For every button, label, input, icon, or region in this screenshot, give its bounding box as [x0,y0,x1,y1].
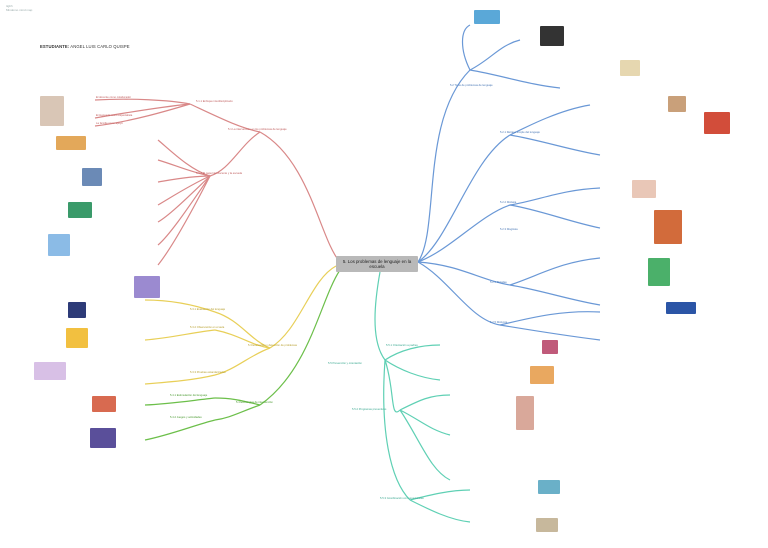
yellow-main-label[interactable]: 5.3 Evaluación y detección de problemas [248,344,298,347]
red-sub2-label[interactable]: 5.1.2 El papel del docente y la escuela [196,172,243,175]
teal-main-label[interactable]: 5.5 Prevención y orientación [328,362,362,365]
blue-sub4-label[interactable]: 5.2.4 Dislalias [490,281,507,284]
illustration-image [68,202,92,218]
blue-sub2-label[interactable]: 5.2.2 Disfasia [500,201,517,204]
illustration-image [92,396,116,412]
illustration-image [620,60,640,76]
illustration-image [666,302,696,314]
central-topic[interactable]: 5. Los problemas de lenguaje en la escue… [336,256,418,272]
illustration-image [56,136,86,150]
red-main-connector [259,131,341,263]
illustration-image [668,96,686,112]
illustration-image [474,10,500,24]
illustration-image [82,168,102,186]
illustration-image [48,234,70,256]
student-label: ESTUDIANTE: [40,44,70,49]
green-main-connector [259,269,341,406]
illustration-image [704,112,730,134]
illustration-image [536,518,558,532]
green-sub1-label[interactable]: 5.4.1 Estimulación del lenguaje [170,394,208,397]
green-sub2-label[interactable]: 5.4.2 Juegos y actividades [170,416,202,419]
red-note-3: La familia como apoyo [96,122,123,125]
illustration-image [540,26,564,46]
illustration-image [90,428,116,448]
app-subtitle: Mindomo mind map [6,8,33,12]
red-branch [94,98,341,266]
teal-sub2-label[interactable]: 5.5.2 Programas preventivos [352,408,387,411]
illustration-image [654,210,682,244]
blue-sub5-label[interactable]: 5.2.5 Disfemia [490,321,508,324]
red-main-label[interactable]: 5.1 La intervención en los problemas de … [228,128,287,131]
illustration-image [68,302,86,318]
illustration-image [40,96,64,126]
blue-sub1-label[interactable]: 5.2.1 Retraso simple del lenguaje [500,131,540,134]
yellow-sub2-label[interactable]: 5.3.2 Observación en el aula [190,326,225,329]
green-main-label[interactable]: 5.4 Estrategias de intervención [236,401,273,404]
red-sub1-label[interactable]: 5.1.1 Enfoque interdisciplinario [196,100,233,103]
illustration-image [632,180,656,198]
blue-main-connector [417,69,471,263]
red-note-2: El logopeda como especialista [96,114,133,117]
blue-sub3-label[interactable]: 5.2.3 Disglosia [500,228,518,231]
illustration-image [134,276,160,298]
yellow-sub3-label[interactable]: 5.3.3 Pruebas estandarizadas [190,371,226,374]
app-header: ttgbh Mindomo mind map [6,4,32,12]
student-name: ANGEL LUIS CARLO QUISPE [70,44,130,49]
red-note-1: El docente como colaborador [96,96,131,99]
illustration-image [530,366,554,384]
blue-main-label[interactable]: 5.2 Tipos de problemas de lenguaje [450,84,493,87]
yellow-branch [144,265,337,385]
teal-branch [374,271,471,523]
yellow-main-connector [269,265,337,349]
illustration-image [66,328,88,348]
teal-main-connector [374,271,386,361]
illustration-image [648,258,670,286]
teal-sub3-label[interactable]: 5.5.3 Coordinación con especialistas [380,497,424,500]
app-title: ttgbh [6,4,13,8]
illustration-image [34,362,66,380]
blue-branch [417,24,601,341]
illustration-image [538,480,560,494]
illustration-image [516,396,534,430]
yellow-sub1-label[interactable]: 5.3.1 Evaluación del lenguaje [190,308,226,311]
green-branch [144,269,341,441]
illustration-image [542,340,558,354]
teal-sub1-label[interactable]: 5.5.1 Orientación a padres [386,344,418,347]
student-line: ESTUDIANTE: ANGEL LUIS CARLO QUISPE [40,44,130,49]
